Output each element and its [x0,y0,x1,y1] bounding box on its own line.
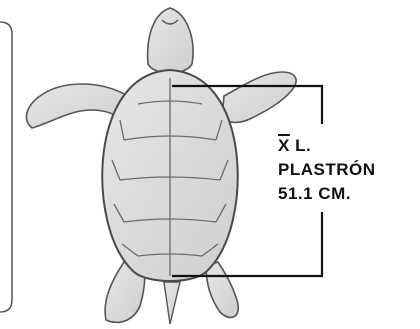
plastron-word: PLASTRÓN [278,158,376,182]
mean-symbol: X [278,136,290,155]
left-frame-edge [0,22,12,312]
tail [164,282,180,324]
mean-length-abbrev: L. [290,136,311,155]
plastron-length-label: X L. PLASTRÓN 51.1 CM. [276,132,378,208]
right-front-flipper [222,72,296,123]
turtle-head [148,8,193,73]
right-rear-flipper [206,262,238,318]
mean-length-title: X L. [278,134,376,158]
plastron-length-value: 51.1 CM. [278,182,376,206]
